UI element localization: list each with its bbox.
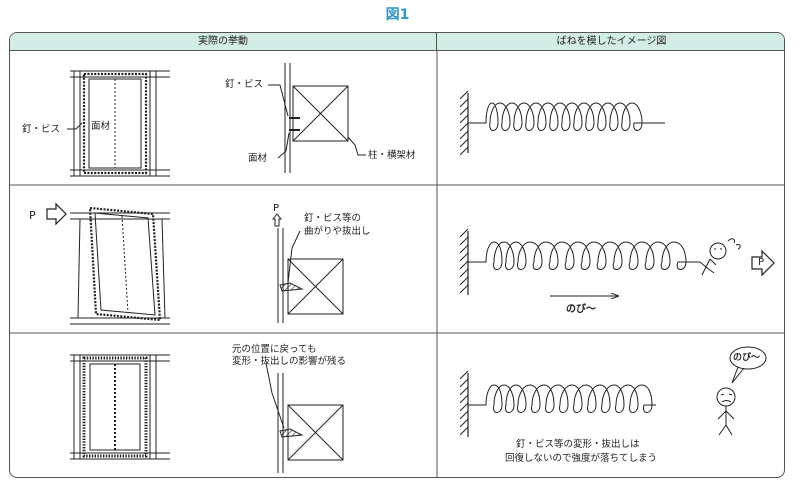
row1-detail bbox=[268, 63, 366, 173]
row2-stretch-label: のび～ bbox=[566, 304, 596, 315]
row2-detail-note-line1: 釘・ビス等の bbox=[304, 213, 362, 224]
row1-panel-label: 面材 bbox=[91, 121, 111, 132]
row1-nail-label: 釘・ビス bbox=[22, 124, 61, 135]
row2-detail-note-line2: 曲がりや抜出し bbox=[304, 226, 371, 237]
row3-spring bbox=[459, 370, 656, 437]
row3-caption-line2: 回復しないので強度が落ちてしまう bbox=[505, 453, 658, 464]
row2-detail-load-label: P bbox=[273, 203, 280, 214]
row3-detail bbox=[265, 362, 344, 473]
row2-spring-load-arrow bbox=[751, 249, 775, 277]
figure-drawings bbox=[10, 51, 784, 477]
column-header-actual-behavior: 実際の挙動 bbox=[10, 33, 437, 51]
figure-title: 図1 bbox=[385, 7, 410, 23]
row3-caption-line1: 釘・ビス等の変形・抜出しは bbox=[516, 439, 640, 450]
row3-character bbox=[716, 346, 767, 436]
row1-detail-nail-label: 釘・ビス bbox=[225, 79, 264, 90]
row3-note-line2: 変形・抜出しの影響が残る bbox=[232, 356, 347, 367]
row2-character bbox=[699, 238, 741, 276]
row1-detail-post-label: 柱・横架材 bbox=[368, 150, 416, 161]
row3-note-line1: 元の位置に戻っても bbox=[232, 344, 317, 355]
row2-wall-panel bbox=[70, 206, 170, 325]
speech-bubble bbox=[729, 346, 767, 370]
row2-detail bbox=[271, 213, 344, 323]
row2-load-arrow bbox=[46, 202, 67, 226]
column-header-spring-model: ばねを模したイメージ図 bbox=[437, 33, 784, 51]
row1-wall-panel bbox=[70, 70, 170, 177]
row1-nail-leader bbox=[67, 122, 83, 130]
row2-load-label: P bbox=[29, 209, 36, 222]
row1-spring bbox=[459, 90, 665, 156]
row2-spring bbox=[459, 228, 700, 296]
row3-speech-label: のび～ bbox=[733, 353, 761, 363]
row2-spring-load-label: P bbox=[758, 257, 765, 268]
figure-table: 実際の挙動 ばねを模したイメージ図 bbox=[9, 32, 785, 478]
row1-detail-board-label: 面材 bbox=[248, 153, 268, 164]
row3-wall-panel bbox=[70, 354, 170, 460]
